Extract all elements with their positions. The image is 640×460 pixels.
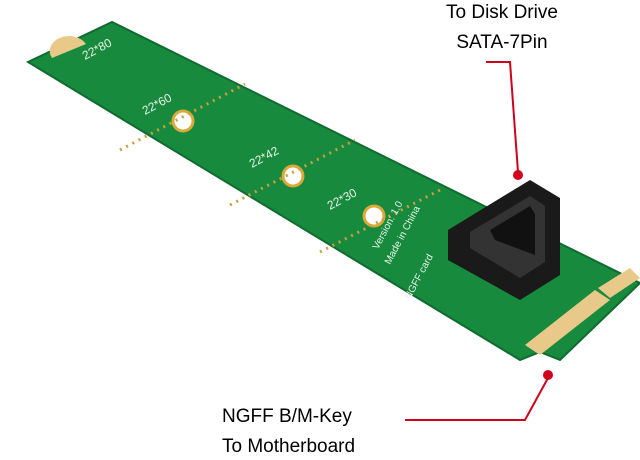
- hole-22x42: [281, 164, 305, 188]
- bottom-callout-label: NGFF B/M-Key To Motherboard: [222, 404, 355, 460]
- edge-connector-gold-fingers: [525, 268, 640, 355]
- sata-connector: [448, 180, 560, 300]
- mounting-notch: [49, 36, 86, 58]
- top-label-line2: SATA-7Pin: [456, 32, 548, 53]
- top-label-line1: To Disk Drive: [446, 2, 558, 23]
- callout-lines: [405, 61, 549, 421]
- callout-dot-sata: [513, 170, 523, 180]
- hole-22x60: [171, 109, 195, 133]
- callout-dot-edge: [543, 370, 553, 380]
- bottom-label-line1: NGFF B/M-Key: [222, 406, 352, 427]
- top-callout-label: To Disk Drive SATA-7Pin: [446, 0, 558, 56]
- pcb-pads: [119, 82, 441, 254]
- hole-22x30: [362, 204, 386, 228]
- bottom-label-line2: To Motherboard: [222, 436, 356, 457]
